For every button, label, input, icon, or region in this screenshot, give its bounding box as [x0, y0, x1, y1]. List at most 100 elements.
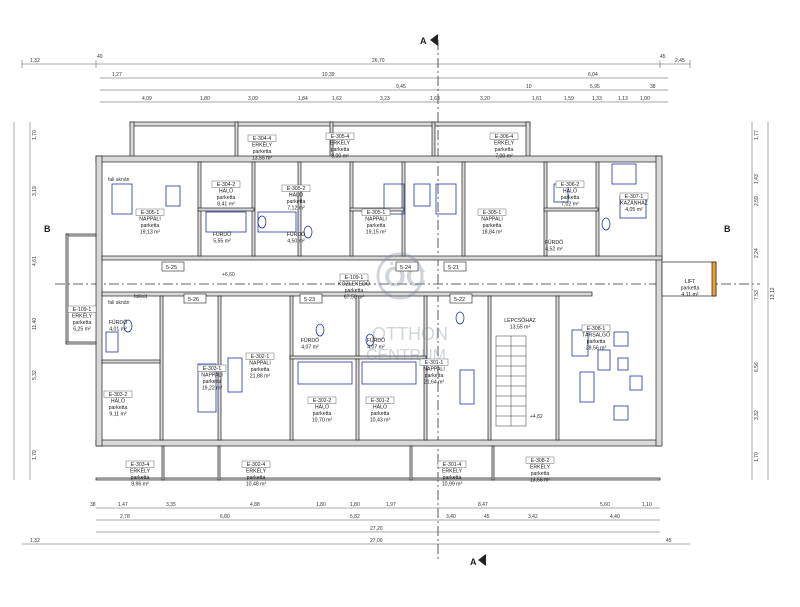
room-code-box: [125, 460, 155, 468]
room-code: E-305-2: [287, 186, 306, 192]
room-area: 4,07 m²: [367, 345, 385, 351]
dim-bot-1-g: 1,97: [386, 502, 396, 508]
room-code-box: [325, 132, 355, 140]
room-area: 19,22 m²: [202, 386, 223, 392]
dim-top-4-g: 1,63: [430, 96, 440, 102]
dim-left: 4,61: [32, 256, 38, 266]
room-floor: parketta: [331, 147, 350, 153]
dim-bot-2-g: 4,40: [610, 514, 620, 520]
room-area: 13,55 m²: [252, 156, 273, 162]
section-lines: [55, 40, 760, 560]
watermark-line1: OTTHON: [372, 324, 448, 344]
room-name: FÜRDŐ: [287, 231, 305, 238]
dim-top-3-b: 10: [526, 84, 532, 90]
room-area: 5,55 m²: [213, 239, 231, 245]
room-area: 67,50 m²: [344, 295, 365, 301]
room-name: FÜRDŐ: [367, 337, 385, 344]
room-floor: parketta: [203, 379, 222, 385]
section-arrow-top: [430, 34, 438, 46]
room-code: E-305-1: [483, 210, 502, 216]
dim-left: 1,70: [32, 130, 38, 140]
room-name: FÜRDŐ: [213, 231, 231, 238]
dim-top-4-l: 1,13: [618, 96, 628, 102]
dim-top-1-a: 1,32: [30, 58, 40, 64]
room-name: NAPPALI: [423, 367, 445, 373]
room-code-box: [67, 305, 97, 313]
room-code: E-302-4: [247, 462, 266, 468]
dim-bot-1-b: 1,47: [118, 502, 128, 508]
room-name: NAPPALI: [139, 217, 161, 223]
room-code-box: [241, 460, 271, 468]
room-floor: parketta: [109, 405, 128, 411]
room-code: E-303-4: [131, 462, 150, 468]
unit-tag-5-22: 5-22: [454, 297, 465, 303]
dim-right: 3,32: [754, 410, 760, 420]
room-name: KÖZLEKEDŐ: [338, 281, 370, 288]
room-code: E-302-1: [251, 354, 270, 360]
dim-top-4-i: 1,61: [532, 96, 542, 102]
room-floor: parketta: [141, 223, 160, 229]
room-code: E-109-1: [73, 307, 92, 313]
room-code: E-306-4: [495, 134, 514, 140]
room-floor: parketta: [251, 367, 270, 373]
room-area: 4,07 m²: [301, 345, 319, 351]
dim-right: 2,59: [754, 196, 760, 206]
room-code-box: [307, 396, 337, 404]
section-marker-bottom: A: [470, 557, 477, 567]
room-floor: parketta: [425, 373, 444, 379]
unit-tag-5-21: 5-21: [448, 265, 459, 271]
room-name: HÁLÓ: [563, 188, 577, 195]
room-name: HÁLÓ: [289, 192, 303, 199]
dim-top-4-d: 1,84: [298, 96, 308, 102]
room-floor: parketta: [561, 195, 580, 201]
room-name: FÜRDŐ: [301, 337, 319, 344]
room-name: HÁLÓ: [315, 404, 329, 411]
room-code-box: [581, 324, 611, 332]
dim-top-4-b: 1,80: [200, 96, 210, 102]
room-name: HÁLÓ: [219, 188, 233, 195]
dim-top-3-a: 9,45: [396, 84, 406, 90]
bottom-dimensions: [22, 507, 690, 545]
room-name: LIFT: [685, 279, 696, 285]
dim-top-4-c: 3,09: [248, 96, 258, 102]
room-code: E-301-1: [425, 360, 444, 366]
dim-top-4-e: 1,62: [332, 96, 342, 102]
dim-left: 1,79: [32, 450, 38, 460]
dim-bot-1-i: 5,60: [600, 502, 610, 508]
room-area: 7,12 m²: [287, 206, 305, 212]
dim-bot-1-c: 3,35: [166, 502, 176, 508]
room-code: E-305-4: [331, 134, 350, 140]
unit-tag-5-26: 5-26: [188, 297, 199, 303]
dim-top-4-j: 1,59: [564, 96, 574, 102]
dim-right: 1,43: [754, 174, 760, 184]
dim-top-1-e: 2,45: [675, 58, 685, 64]
dim-bot-1-a: 38: [90, 502, 96, 508]
dim-top-1-d: 45: [660, 54, 666, 60]
room-code: E-304-4: [253, 136, 272, 142]
dim-bot-1-e: 1,80: [316, 502, 326, 508]
axis-marker-left: B: [44, 224, 51, 234]
room-code: E-303-1: [203, 366, 222, 372]
room-area: 9,96 m²: [131, 482, 149, 488]
room-name: LÉPCSŐHÁZ: [504, 317, 535, 324]
dim-bot-1-f: 1,80: [350, 502, 360, 508]
shaft-label: fali aknán: [108, 300, 130, 306]
room-floor: parketta: [443, 475, 462, 481]
room-name: ERKÉLY: [72, 313, 93, 320]
dim-bot-1-j: 1,10: [642, 502, 652, 508]
dim-right: 2,24: [754, 248, 760, 258]
room-code: E-301-2: [371, 398, 390, 404]
room-area: 10,99 m²: [442, 482, 463, 488]
room-floor: parketta: [587, 339, 606, 345]
dim-top-1-b: 40: [97, 54, 103, 60]
room-area: 9,11 m²: [109, 412, 126, 418]
room-name: TÁRSALGÓ: [582, 332, 610, 339]
staircase: [495, 335, 527, 427]
room-area: 7,00 m²: [495, 154, 513, 160]
room-area: 7,02 m²: [561, 202, 579, 208]
room-name: NAPPALI: [201, 373, 223, 379]
room-name: ERKÉLY: [442, 468, 463, 475]
dim-right: 13,12: [770, 287, 776, 300]
unit-tag-5-24: 5-24: [400, 265, 411, 271]
